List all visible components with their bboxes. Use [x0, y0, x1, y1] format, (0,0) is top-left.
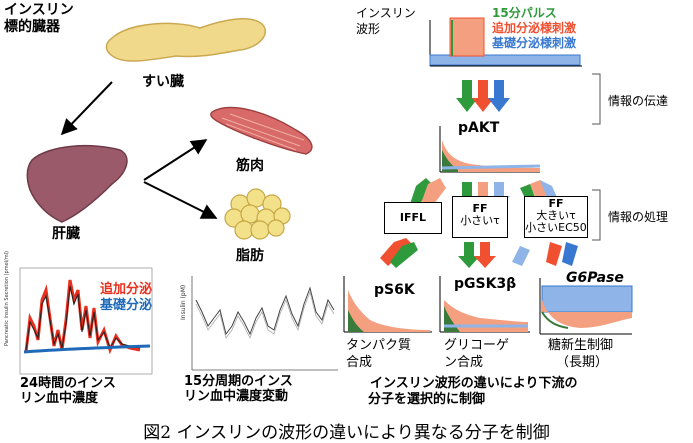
- output1-line2: 合成: [346, 355, 373, 370]
- info-processing-label: 情報の処理: [608, 210, 669, 224]
- chart-24h: [19, 267, 153, 375]
- target-organs-title-line2: 標的臓器: [4, 19, 60, 35]
- target-organs-title-line1: インスリン: [4, 2, 74, 18]
- pakt-label: pAKT: [458, 120, 500, 136]
- pancreas-illustration: [105, 18, 267, 62]
- g6pase-panel: [539, 278, 633, 335]
- g6pase-label: G6Pase: [566, 270, 624, 286]
- pgsk3b-panel: [439, 276, 530, 333]
- chart-15m-caption-line2: リン血中濃度変動: [184, 389, 289, 404]
- fat-illustration: [224, 188, 291, 240]
- ff-large-tau-sub2: 小さいEC50: [525, 221, 587, 234]
- ff-large-tau-sub1: 大きいτ: [536, 209, 576, 222]
- ff-large-tau-title: FF: [548, 197, 564, 210]
- output2-line1: グリコーゲ: [444, 338, 510, 353]
- chart-24h-caption-line1: 24時間のインス: [20, 376, 116, 391]
- iffl-label: IFFL: [399, 211, 427, 224]
- chart-24h-caption-line2: リン血中濃度: [20, 391, 99, 406]
- output2-line2: ン合成: [444, 355, 484, 370]
- fat-label: 脂肪: [236, 248, 264, 264]
- arrows-to-outputs: [380, 238, 578, 268]
- ps6k-label: pS6K: [374, 282, 415, 298]
- organ-arrows: [60, 81, 218, 219]
- pgsk3b-label: pGSK3β: [454, 276, 517, 292]
- muscle-illustration: [210, 106, 313, 155]
- added-secretion-label: 追加分泌: [100, 282, 153, 297]
- waveform-label-line2: 波形: [356, 22, 381, 36]
- ff-small-tau-box: FF 小さいτ: [452, 196, 508, 238]
- pakt-panel: [439, 126, 541, 173]
- chart-15m-yaxis: Insulin (pM): [180, 284, 187, 320]
- waveform-label-line1: インスリン: [356, 6, 416, 20]
- arrows-to-pakt: [456, 80, 510, 112]
- liver-illustration: [26, 144, 128, 223]
- ff-small-tau-title: FF: [472, 202, 488, 215]
- muscle-label: 筋肉: [236, 158, 264, 174]
- ff-large-tau-box: FF 大きいτ 小さいEC50: [524, 196, 588, 238]
- liver-label: 肝臓: [52, 226, 80, 242]
- output3-line2: （長期）: [556, 355, 609, 370]
- legend-added: 追加分泌様刺激: [492, 21, 577, 35]
- chart-24h-yaxis: Pancreatic insulin Secretion (pmol/ml): [4, 251, 10, 346]
- ps6k-panel: [343, 276, 432, 333]
- info-transfer-label: 情報の伝達: [608, 94, 669, 108]
- basal-secretion-label: 基礎分泌: [100, 298, 153, 313]
- output3-line1: 糖新生制御: [548, 338, 614, 353]
- figure-caption: 図2 インスリンの波形の違いにより異なる分子を制御: [143, 423, 550, 443]
- chart-15m: [191, 276, 338, 371]
- ff-small-tau-sub: 小さいτ: [460, 214, 500, 227]
- legend-pulse: 15分パルス: [492, 6, 557, 20]
- pancreas-label: すい臓: [142, 74, 184, 90]
- chart-15m-caption-line1: 15分周期のインス: [184, 374, 293, 389]
- note-line2: 分子を選択的に制御: [368, 392, 486, 407]
- output1-line1: タンパク質: [346, 338, 412, 353]
- legend-basal: 基礎分泌様刺激: [492, 36, 577, 50]
- iffl-box: IFFL: [384, 202, 442, 234]
- waveform-panel: [429, 17, 582, 67]
- note-line1: インスリン波形の違いにより下流の: [370, 376, 578, 391]
